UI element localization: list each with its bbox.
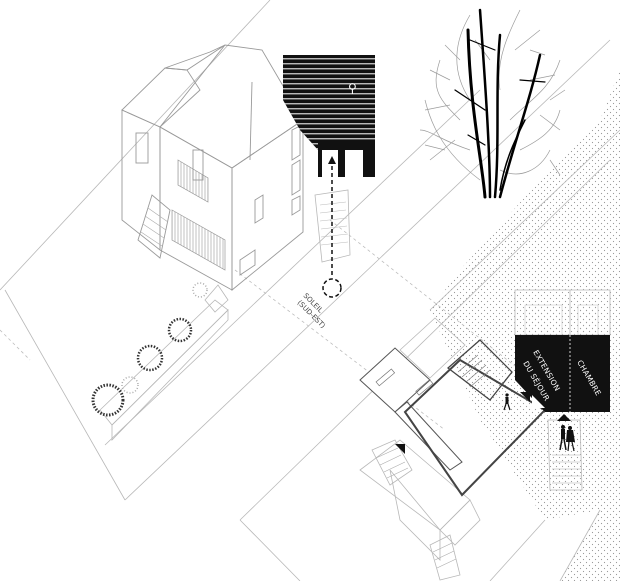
person-icon: [503, 393, 511, 411]
person-icon: [559, 425, 567, 451]
new-house-plan: [359, 317, 547, 581]
extension-block: EXTENSION DU SÉJOUR CHAMBRE: [514, 289, 611, 412]
existing-house: [121, 44, 304, 291]
person-icon: ⚲: [348, 81, 357, 95]
shrub: [91, 282, 208, 417]
entrance-marker: [395, 444, 405, 454]
entrance-marker: [557, 414, 571, 421]
person-icon: [566, 426, 575, 452]
stair-to-garden: [314, 189, 351, 263]
tree: [419, 8, 566, 199]
people: [503, 393, 575, 452]
garden-planter: [91, 282, 229, 441]
striped-block: ⚲: [283, 55, 375, 177]
entrance-marker: [520, 392, 530, 402]
entrance-markers: [395, 392, 571, 454]
